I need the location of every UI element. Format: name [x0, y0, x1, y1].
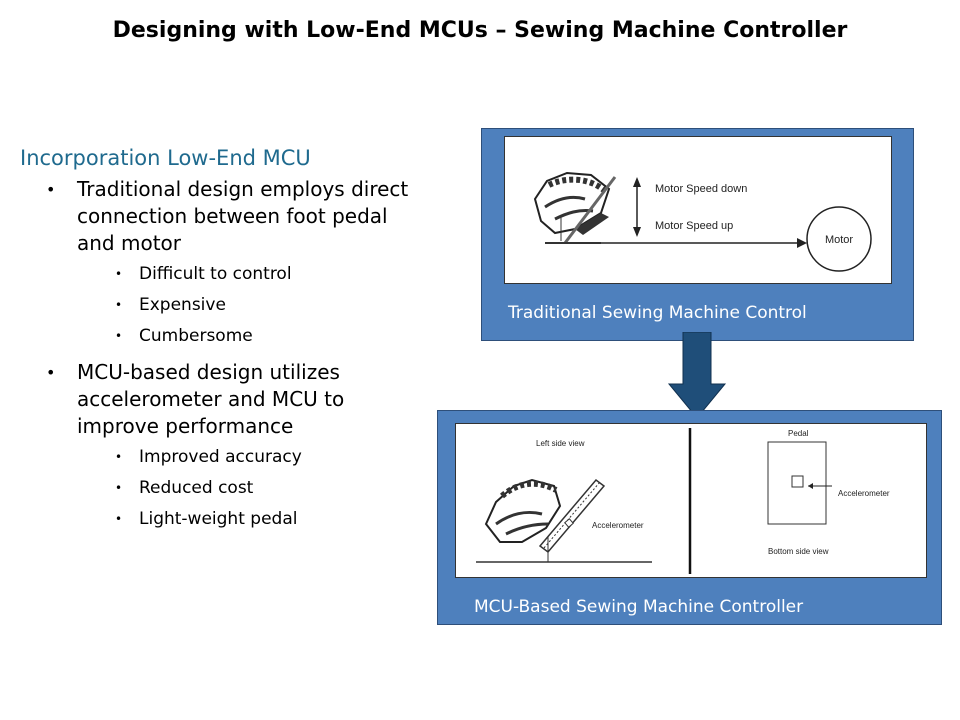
bullet-dot-icon: •	[115, 450, 123, 464]
bullet-dot-icon: •	[46, 180, 56, 199]
speed-down-label: Motor Speed down	[655, 183, 747, 195]
arrow-left-icon	[808, 483, 813, 489]
bullet-dot-icon: •	[115, 481, 123, 495]
pedal-hatch	[543, 481, 601, 549]
mcu-caption: MCU-Based Sewing Machine Controller	[474, 597, 804, 617]
pedal-label: Pedal	[788, 429, 809, 438]
accelerometer-square	[791, 475, 804, 488]
sub-bullet-text: Improved accuracy	[139, 447, 302, 467]
bottom-view-label: Bottom side view	[768, 547, 829, 556]
mcu-controller-panel: Left side view Accelerometer Pedal Accel…	[437, 410, 942, 625]
bullet-traditional: • Traditional design employs direct conn…	[20, 176, 420, 257]
accelerometer-right-label: Accelerometer	[838, 489, 890, 498]
arrow-up-icon	[633, 177, 641, 187]
slide-title: Designing with Low-End MCUs – Sewing Mac…	[112, 18, 848, 43]
traditional-control-panel: Motor Speed down Motor Speed up Motor Tr…	[481, 128, 914, 341]
pedal-plate	[538, 478, 606, 554]
sub-bullet: • Expensive	[20, 294, 420, 316]
traditional-diagram-svg: Motor Speed down Motor Speed up Motor	[533, 171, 872, 272]
shoe-icon	[533, 171, 611, 235]
bullet-dot-icon: •	[115, 267, 123, 281]
motor-circle	[806, 206, 872, 272]
motor-label: Motor	[825, 234, 853, 246]
sub-bullet: • Improved accuracy	[20, 446, 420, 468]
shoe-icon	[484, 478, 562, 543]
bullet-dot-icon: •	[46, 363, 56, 382]
sub-bullet: • Light-weight pedal	[20, 508, 420, 530]
bullet-dot-icon: •	[115, 329, 123, 343]
sub-bullet-text: Expensive	[139, 295, 226, 315]
traditional-caption: Traditional Sewing Machine Control	[508, 303, 807, 323]
section-heading: Incorporation Low-End MCU	[20, 146, 311, 170]
arrow-right-icon	[797, 238, 807, 248]
bullet-text: Traditional design employs direct connec…	[77, 177, 409, 255]
pedal-plate	[563, 176, 617, 244]
transition-arrow-icon	[667, 332, 727, 419]
sub-bullet-text: Difficult to control	[139, 264, 292, 284]
traditional-diagram: Motor Speed down Motor Speed up Motor	[504, 136, 892, 284]
mcu-diagram: Left side view Accelerometer Pedal Accel…	[455, 423, 927, 578]
sub-bullet: • Difficult to control	[20, 263, 420, 285]
accelerometer-left-label: Accelerometer	[592, 521, 644, 530]
bullet-text: MCU-based design utilizes accelerometer …	[77, 360, 345, 438]
sub-bullet-text: Reduced cost	[139, 478, 254, 498]
mcu-diagram-svg: Left side view Accelerometer Pedal Accel…	[476, 428, 890, 574]
accelerometer-chip	[564, 518, 574, 528]
sub-bullet-text: Light-weight pedal	[139, 509, 298, 529]
sub-bullet-text: Cumbersome	[139, 326, 253, 346]
speed-up-label: Motor Speed up	[655, 220, 733, 232]
bullet-mcu: • MCU-based design utilizes acceleromete…	[20, 359, 420, 440]
arrow-down-icon	[633, 227, 641, 237]
sub-bullet: • Reduced cost	[20, 477, 420, 499]
bullet-dot-icon: •	[115, 512, 123, 526]
sub-bullet: • Cumbersome	[20, 325, 420, 347]
left-view-label: Left side view	[536, 439, 585, 448]
bullet-dot-icon: •	[115, 298, 123, 312]
content-list: Incorporation Low-End MCU • Traditional …	[20, 146, 420, 539]
